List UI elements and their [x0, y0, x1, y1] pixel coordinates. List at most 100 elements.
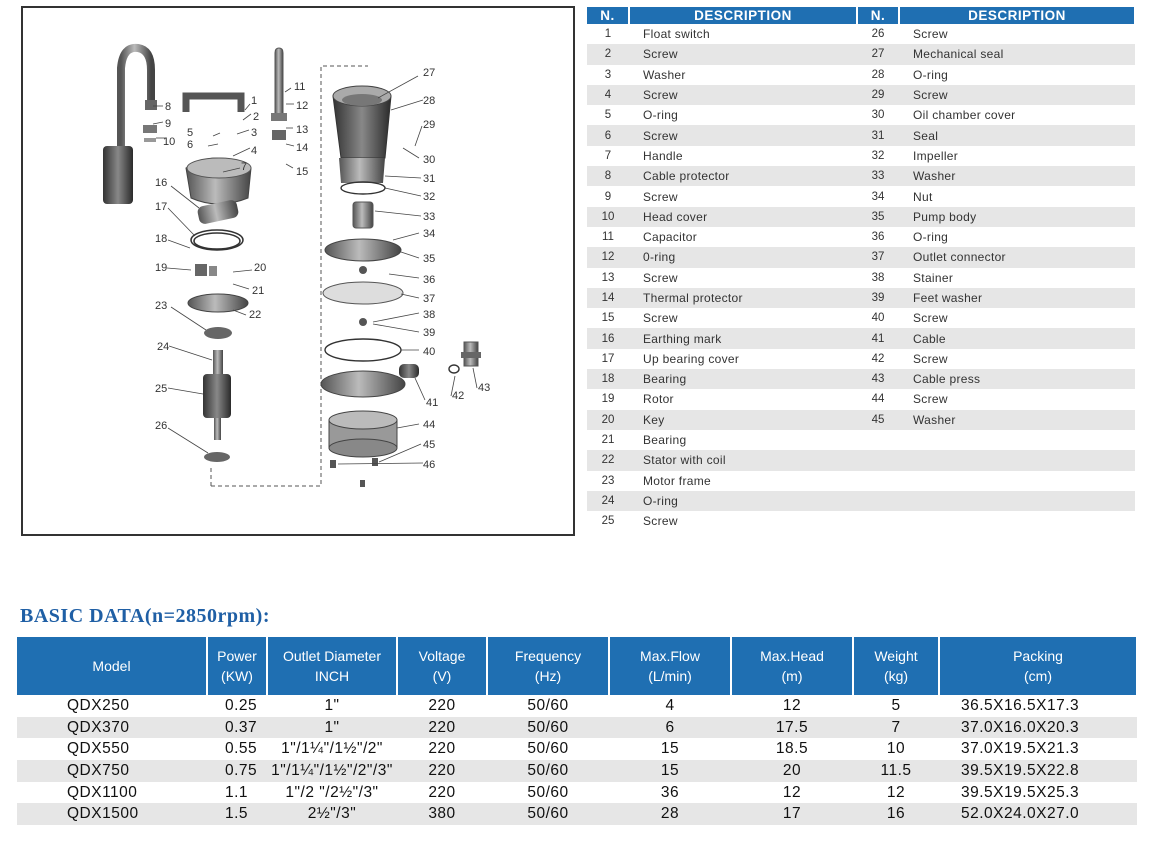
callout: 8	[165, 101, 171, 113]
part-number: 36	[871, 231, 885, 244]
part-number: 10	[587, 206, 629, 227]
callout: 46	[423, 459, 435, 471]
basic-header-cell: Voltage (V)	[397, 637, 488, 695]
part-description	[899, 471, 1135, 491]
basic-header-label: Voltage	[418, 648, 466, 664]
weight-cell: 11.5	[853, 760, 939, 782]
part-description: Impeller	[913, 148, 959, 163]
right-column-seals	[324, 181, 460, 374]
weight-cell: 5	[891, 696, 901, 714]
part-number	[857, 490, 899, 512]
voltage-cell: 220	[428, 740, 456, 758]
part-number	[857, 511, 899, 531]
part-number: 23	[601, 474, 615, 487]
callout: 22	[249, 309, 261, 321]
basic-data-title: BASIC DATA(n=2850rpm):	[20, 605, 270, 627]
basic-header-label: (V)	[432, 668, 452, 684]
part-number: 25	[601, 515, 615, 528]
feet-screws-part	[330, 458, 378, 487]
callout: 35	[423, 253, 435, 265]
power-cell: 0.37	[207, 716, 267, 739]
model-cell: QDX550	[67, 740, 130, 758]
part-description: Seal	[899, 125, 1135, 146]
part-number	[857, 430, 899, 450]
packing-cell: 37.0X19.5X21.3	[961, 740, 1080, 758]
part-description: Cable protector	[629, 166, 857, 187]
part-description: Handle	[643, 148, 683, 163]
part-description: Bearing	[643, 433, 687, 448]
motor-frame-part	[332, 85, 392, 183]
callout: 26	[155, 420, 167, 432]
part-description: Feet washer	[899, 287, 1135, 309]
part-number	[857, 471, 899, 491]
callout: 41	[426, 397, 438, 409]
header-description: DESCRIPTION	[899, 7, 1136, 24]
part-number: 22	[587, 450, 629, 471]
part-description: Screw	[629, 84, 857, 106]
outlet-cell: 2½"/3"	[267, 803, 397, 826]
callout: 38	[423, 309, 435, 321]
part-description: Oil chamber cover	[913, 108, 1016, 123]
basic-header-label: Frequency	[514, 648, 582, 664]
callout: 32	[423, 191, 435, 203]
basic-header-cell: Model	[17, 637, 208, 695]
frequency-cell: 50/60	[527, 696, 569, 714]
flow-cell: 15	[609, 760, 731, 782]
callout: 20	[254, 262, 266, 274]
basic-header-label: (Hz)	[534, 668, 562, 684]
part-number: 27	[857, 44, 899, 65]
part-description: Capacitor	[643, 230, 698, 245]
part-description: Washer	[643, 67, 686, 82]
frequency-cell: 50/60	[527, 740, 569, 758]
part-description	[899, 490, 1135, 512]
outlet-cell: 1"	[267, 716, 397, 739]
part-description: Screw	[899, 84, 1135, 106]
part-description: Pump body	[899, 206, 1135, 227]
callout: 29	[423, 119, 435, 131]
callout: 17	[155, 201, 167, 213]
exploded-view-drawing: 1 2 3 4 5 6 7 8 9 10 11 12 13 14 15 16 1…	[21, 6, 575, 536]
head-cell: 17	[731, 803, 853, 826]
part-description: Cable	[899, 328, 1135, 349]
weight-cell: 7	[853, 716, 939, 739]
basic-header-label: (kg)	[883, 668, 909, 684]
callout: 43	[478, 382, 490, 394]
part-number: 39	[857, 287, 899, 309]
part-description: Screw	[913, 351, 948, 366]
part-number: 17	[601, 352, 615, 365]
voltage-cell: 220	[397, 716, 487, 739]
part-description: 0-ring	[629, 247, 857, 268]
part-number: 43	[857, 369, 899, 390]
packing-cell: 39.5X19.5X25.3	[961, 783, 1080, 801]
weight-cell: 16	[853, 803, 939, 826]
callout: 6	[187, 139, 193, 151]
part-number: 31	[857, 125, 899, 146]
callout: 19	[155, 262, 167, 274]
part-description: Screw	[913, 311, 948, 326]
part-number: 38	[871, 271, 885, 284]
part-number: 28	[871, 68, 885, 81]
callout: 14	[296, 142, 308, 154]
part-number: 16	[587, 328, 629, 349]
callout: 2	[253, 111, 259, 123]
header-description: DESCRIPTION	[629, 7, 858, 24]
part-description: Stator with coil	[629, 450, 857, 471]
part-number: 12	[587, 247, 629, 268]
part-description: Washer	[899, 166, 1135, 187]
part-description: Screw	[643, 189, 678, 204]
head-cell: 12	[782, 696, 802, 714]
callout: 5	[187, 127, 193, 139]
callout: 28	[423, 95, 435, 107]
power-cell: 1.5	[207, 803, 267, 826]
